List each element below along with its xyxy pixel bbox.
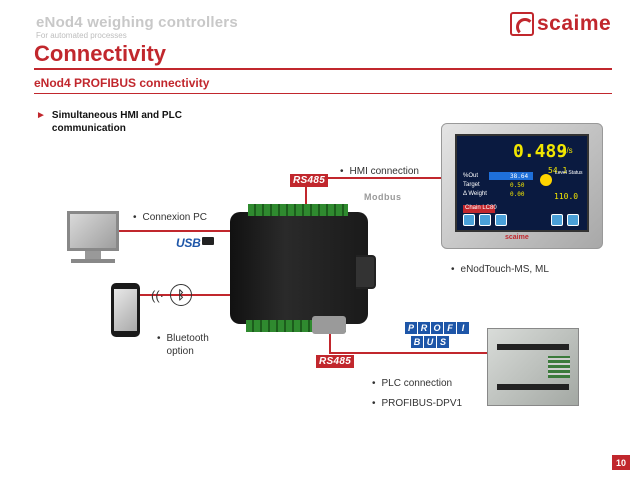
rs485-top-badge: RS485 xyxy=(290,174,329,187)
level-status-led xyxy=(540,174,552,186)
plc-status-leds xyxy=(548,356,570,378)
screen-buttons xyxy=(463,214,579,226)
screen-button xyxy=(551,214,563,226)
bluetooth-option-label: • Bluetooth option xyxy=(157,333,209,357)
rs485-bottom-badge: RS485 xyxy=(316,355,355,368)
main-bullet-line1: Simultaneous HMI and PLC xyxy=(51,110,182,121)
screen-unit: g/s xyxy=(562,146,573,155)
monitor-icon xyxy=(67,211,119,251)
screen-button xyxy=(479,214,491,226)
screen-main-value: 0.489 xyxy=(513,141,568,162)
enodtouch-screen xyxy=(455,134,589,232)
connexion-pc-label: •Connexion PC xyxy=(133,212,207,223)
bluetooth-icon: ᛒ xyxy=(170,284,192,306)
device-din-clip xyxy=(356,255,376,289)
plc-wire-horizontal xyxy=(329,352,487,354)
device-db9-connector xyxy=(312,316,346,334)
header-title: eNod4 weighing controllers xyxy=(36,14,238,31)
profibus-logo: P R O F I B U S xyxy=(405,322,469,348)
modbus-label: Modbus xyxy=(364,192,402,202)
main-bullet: ► Simultaneous HMI and PLC communication xyxy=(36,109,182,135)
screen-rows: %Out Target Δ Weight xyxy=(463,173,487,197)
panel-brand: scaime xyxy=(505,234,529,241)
screen-level-value: 110.0 xyxy=(554,192,579,201)
screen-button xyxy=(567,214,579,226)
scaime-logo: scaime xyxy=(510,12,611,36)
monitor-base xyxy=(71,259,115,263)
screen-button xyxy=(463,214,475,226)
section-title: eNod4 PROFIBUS connectivity xyxy=(34,76,210,90)
header-subtitle: For automated processes xyxy=(36,31,127,40)
scaime-logo-text: scaime xyxy=(537,12,612,35)
screen-chain-bar xyxy=(463,205,495,213)
monitor-stand xyxy=(85,251,101,259)
hmi-connection-label: •HMI connection xyxy=(340,166,419,177)
hmi-wire-vertical xyxy=(305,177,307,207)
screen-out-bar xyxy=(489,172,533,180)
screen-button xyxy=(495,214,507,226)
title-rule xyxy=(34,68,612,70)
screen-row-values: 38.64 0.50 0.00 xyxy=(510,173,529,198)
page-title: Connectivity xyxy=(34,41,167,66)
screen-chain-label: Chain LC80 xyxy=(465,205,497,211)
usb-logo: USB xyxy=(176,236,201,250)
scaime-logo-icon xyxy=(510,12,534,36)
arrow-bullet-icon: ► xyxy=(36,110,46,121)
enodtouch-label: •eNodTouch-MS, ML xyxy=(451,264,549,275)
main-bullet-line2: communication xyxy=(51,123,126,134)
plc-terminal-top xyxy=(497,344,569,350)
usb-plug-icon xyxy=(202,237,214,245)
section-rule xyxy=(34,93,612,94)
screen-sum-value: 54.1 xyxy=(548,166,568,175)
hmi-wire-horizontal xyxy=(305,177,442,179)
plc-connection-label: •PLC connection xyxy=(372,378,453,389)
plc-terminal-bottom xyxy=(497,384,569,390)
enod4-device xyxy=(230,212,368,324)
device-top-terminals xyxy=(248,204,348,216)
profibus-dpv1-label: •PROFIBUS-DPV1 xyxy=(372,398,463,409)
wireless-signal-icon: ((· xyxy=(151,288,164,303)
page-number: 10 xyxy=(612,455,630,470)
plc-wire-vertical xyxy=(329,333,331,353)
screen-level-label: Level Status xyxy=(555,170,583,176)
smartphone-screen xyxy=(114,289,137,331)
pc-wire xyxy=(119,230,231,232)
